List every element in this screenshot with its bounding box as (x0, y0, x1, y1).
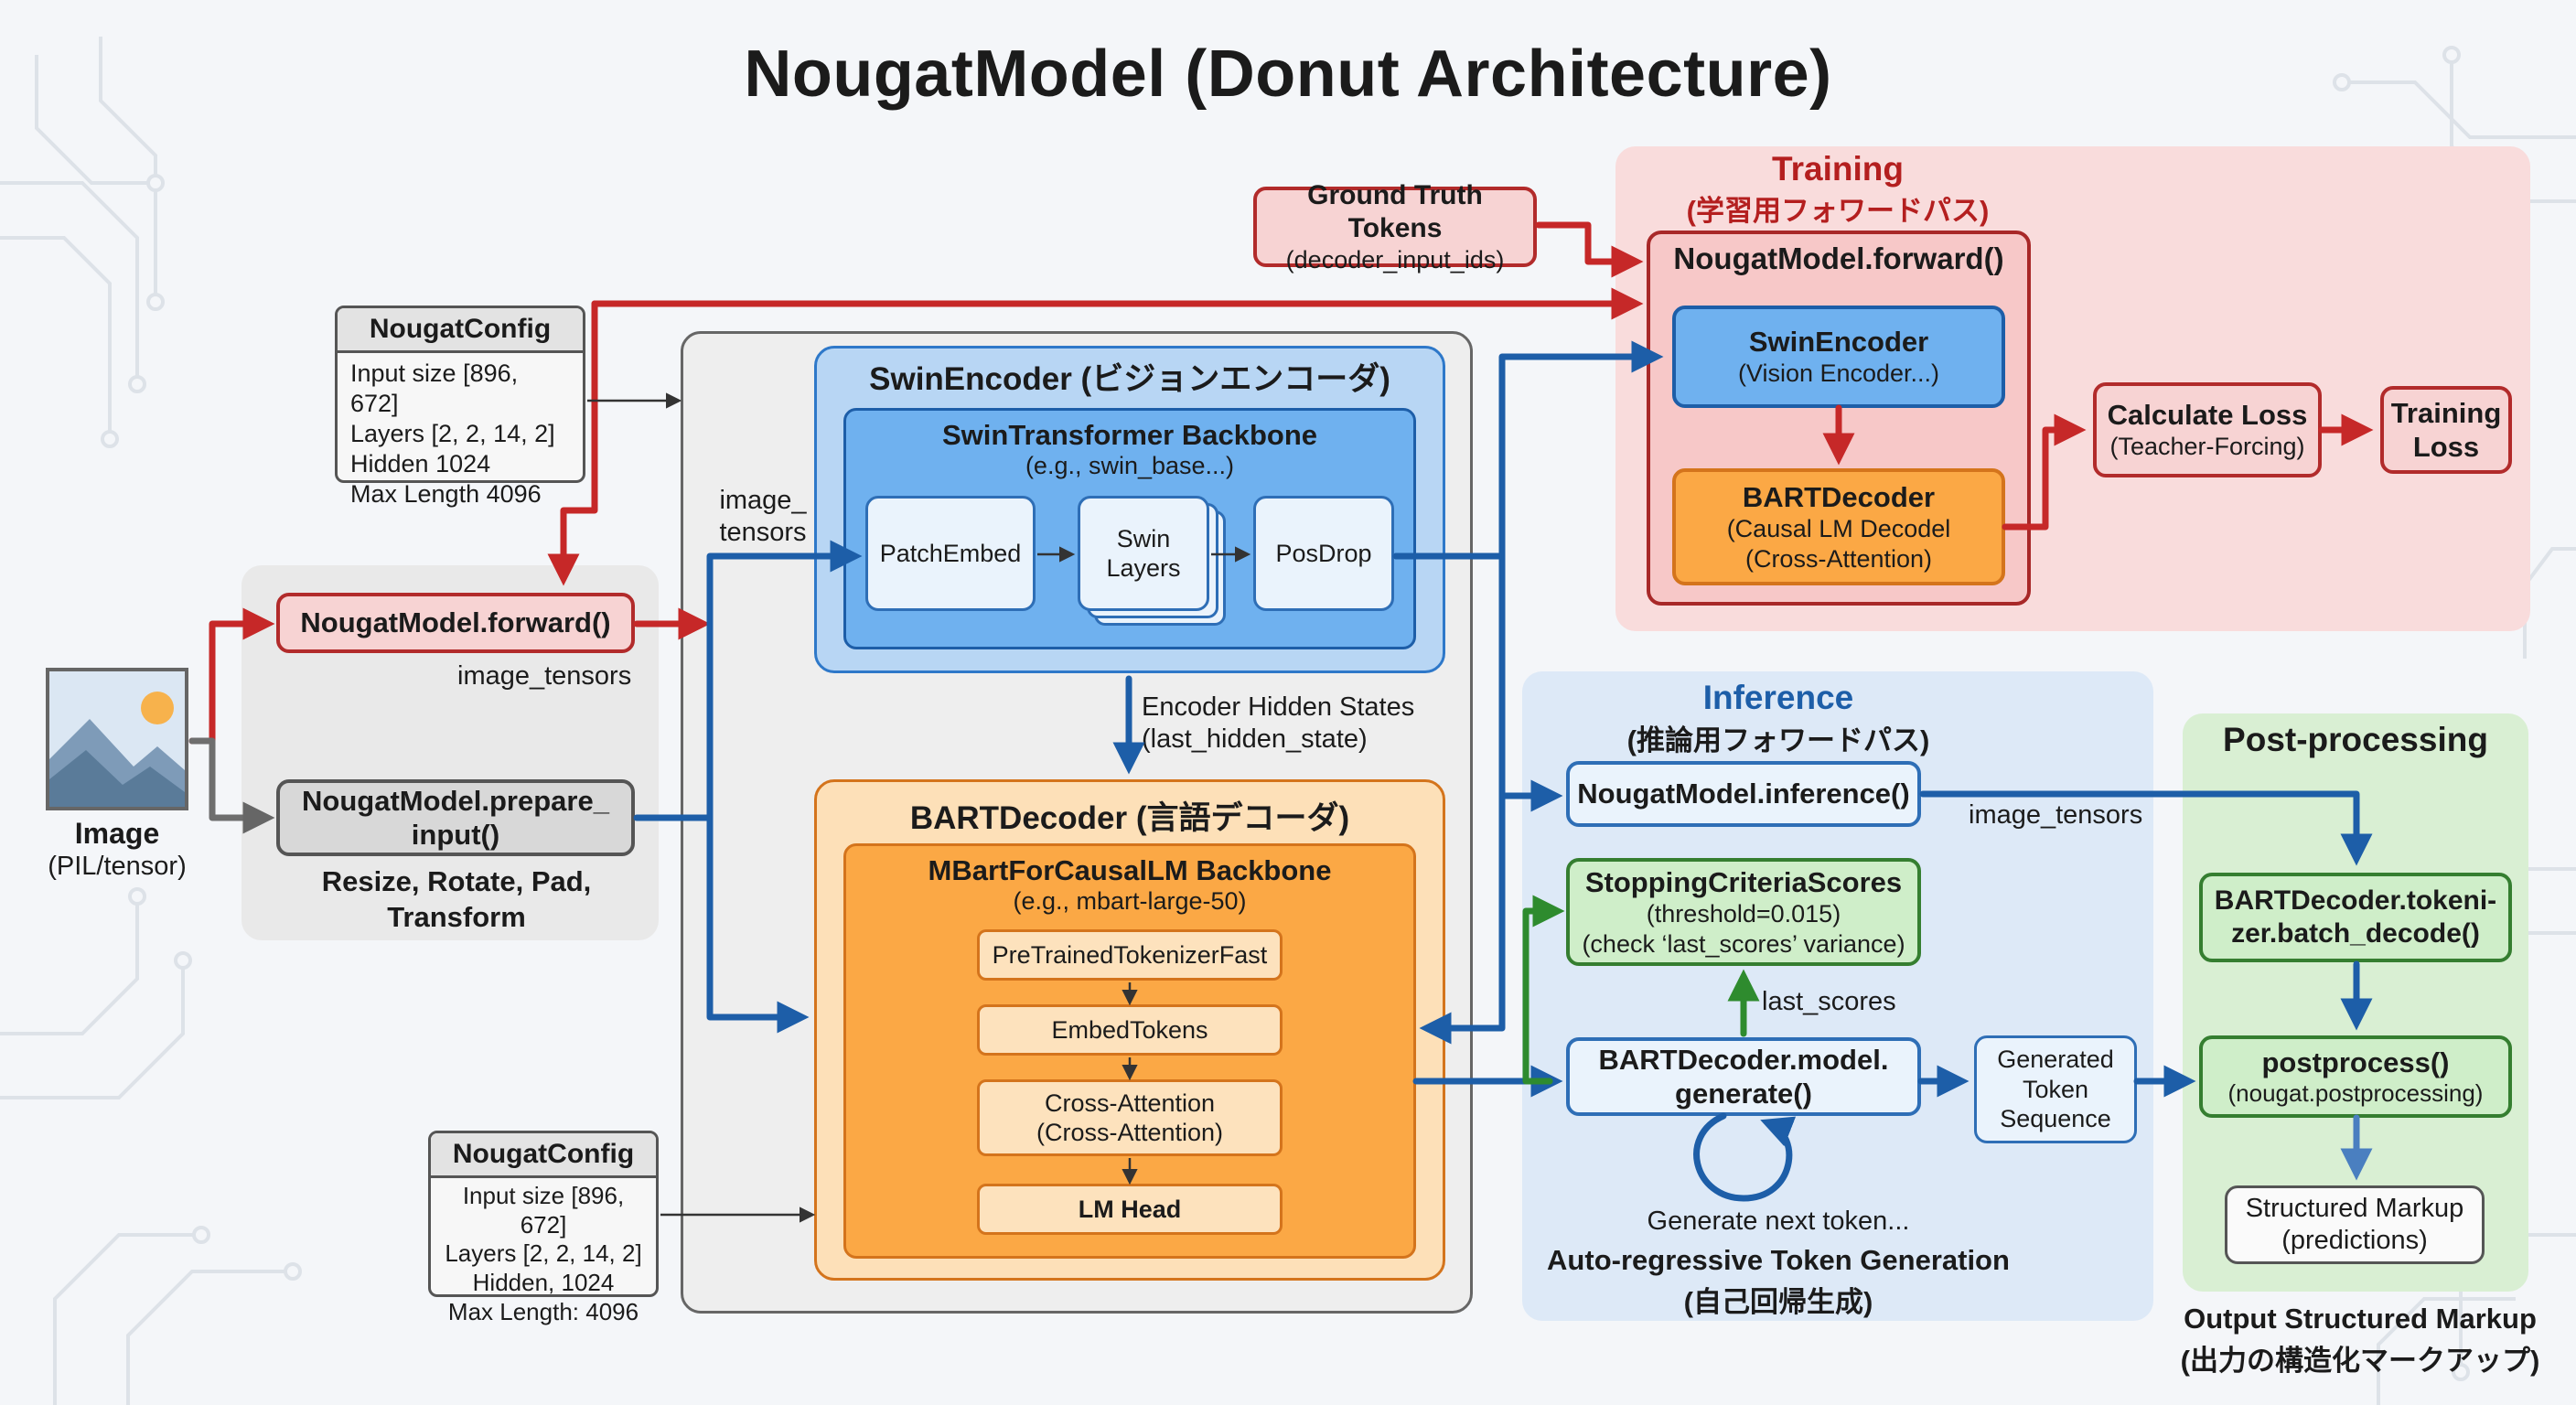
diagram-title: NougatModel (Donut Architecture) (744, 38, 1832, 111)
last-scores-label: last_scores (1762, 987, 1896, 1016)
config-top-card: NougatConfig Input size [896, 672] Layer… (335, 306, 585, 508)
config-top-row: Max Length 4096 (350, 479, 542, 508)
image-icon (46, 668, 188, 810)
config-top-row: Input size [896, 672] (350, 359, 519, 417)
postprocess-sub: (nougat.postprocessing) (2227, 1079, 2484, 1107)
embed-tokens-label: EmbedTokens (1051, 1015, 1208, 1044)
swin-backbone-subtitle: (e.g., swin_base...) (1025, 452, 1235, 479)
config-top-row: Layers [2, 2, 14, 2] (350, 419, 555, 447)
bart-decoder-title: BARTDecoder (言語デコーダ) (909, 800, 1350, 836)
postprocess-box[interactable]: postprocess() (nougat.postprocessing) (2199, 1035, 2512, 1118)
image-sublabel: (PIL/tensor) (48, 852, 187, 881)
mbart-backbone-title: MBartForCausalLM Backbone (928, 854, 1332, 886)
pos-drop-box[interactable]: PosDrop (1253, 496, 1394, 611)
prepare-input-label: NougatModel.prepare_ input() (302, 784, 609, 851)
postprocess-label: postprocess() (2261, 1046, 2450, 1078)
calculate-loss-sub: (Teacher-Forcing) (2109, 433, 2305, 461)
cross-attention-box[interactable]: Cross-Attention (Cross-Attention) (977, 1079, 1283, 1156)
training-swin-label: SwinEncoder (1748, 326, 1929, 359)
stopping-criteria-sub: (threshold=0.015) (check ‘last_scores’ v… (1582, 900, 1905, 958)
config-top-header: NougatConfig (338, 308, 583, 353)
prepare-input-button[interactable]: NougatModel.prepare_ input() (276, 779, 635, 856)
training-loss-box[interactable]: Training Loss (2380, 386, 2512, 474)
batch-decode-label: BARTDecoder.tokeni- zer.batch_decode() (2214, 885, 2497, 949)
cross-attention-sub: (Cross-Attention) (1036, 1119, 1224, 1146)
config-bottom-row: Input size [896, 672] (462, 1182, 625, 1239)
lm-head-box[interactable]: LM Head (977, 1184, 1283, 1235)
training-bart-label: BARTDecoder (1742, 481, 1936, 514)
swin-encoder-title: SwinEncoder (ビジョンエンコーダ) (869, 361, 1390, 397)
forward-button[interactable]: NougatModel.forward() (276, 593, 635, 653)
output-sub: (出力の構造化マークアップ) (2180, 1345, 2540, 1377)
swin-layers-box[interactable]: Swin Layers (1078, 496, 1209, 611)
forward-label: NougatModel.forward() (300, 606, 611, 639)
config-bottom-row: Hidden, 1024 (472, 1269, 615, 1297)
tokenizer-box[interactable]: PreTrainedTokenizerFast (977, 929, 1283, 981)
patch-embed-box[interactable]: PatchEmbed (865, 496, 1036, 611)
hidden-states-label: Encoder Hidden States (last_hidden_state… (1142, 692, 1415, 754)
generated-sequence-box[interactable]: Generated Token Sequence (1974, 1035, 2137, 1143)
batch-decode-box[interactable]: BARTDecoder.tokeni- zer.batch_decode() (2199, 873, 2512, 962)
training-title: Training (1772, 150, 1904, 188)
output-label: Output Structured Markup (2184, 1303, 2537, 1335)
config-top-row: Hidden 1024 (350, 449, 491, 477)
config-bottom-row: Max Length: 4096 (447, 1297, 639, 1325)
patch-embed-label: PatchEmbed (879, 539, 1022, 567)
training-loss-label: Training Loss (2390, 396, 2502, 463)
image-tensors-label-encoder: image_ tensors (719, 486, 807, 547)
training-forward-label: NougatModel.forward() (1673, 241, 2004, 275)
stopping-criteria-box[interactable]: StoppingCriteriaScores (threshold=0.015)… (1566, 858, 1921, 966)
ground-truth-sub: (decoder_input_ids) (1285, 245, 1505, 273)
generate-label: BARTDecoder.model. generate() (1598, 1043, 1889, 1110)
preprocess-caption: Resize, Rotate, Pad, Transform (321, 865, 592, 934)
generated-sequence-label: Generated Token Sequence (1997, 1046, 2114, 1133)
image-tensors-label-pre: image_tensors (457, 661, 632, 691)
training-swin-sub: (Vision Encoder...) (1737, 359, 1940, 388)
embed-tokens-box[interactable]: EmbedTokens (977, 1004, 1283, 1056)
post-title: Post-processing (2223, 721, 2488, 758)
inference-call-button[interactable]: NougatModel.inference() (1566, 761, 1921, 827)
lm-head-label: LM Head (1078, 1195, 1182, 1223)
calculate-loss-box[interactable]: Calculate Loss (Teacher-Forcing) (2093, 382, 2322, 477)
markup-label: Structured Markup (predictions) (2245, 1194, 2464, 1255)
config-bottom-header: NougatConfig (431, 1133, 656, 1178)
calculate-loss-label: Calculate Loss (2107, 399, 2308, 432)
autoregressive-sub: (自己回帰生成) (1683, 1286, 1873, 1318)
training-bart-box[interactable]: BARTDecoder (Causal LM Decodel (Cross-At… (1672, 468, 2005, 585)
stopping-criteria-label: StoppingCriteriaScores (1584, 866, 1903, 899)
tokenizer-label: PreTrainedTokenizerFast (992, 940, 1268, 969)
mbart-backbone-subtitle: (e.g., mbart-large-50) (1013, 887, 1247, 915)
image-tensors-label-inference: image_tensors (1969, 800, 2143, 830)
inference-subtitle: (推論用フォワードパス) (1626, 724, 1930, 756)
autoregressive-label: Auto-regressive Token Generation (1547, 1244, 2010, 1276)
training-subtitle: (学習用フォワードパス) (1686, 195, 1990, 227)
pos-drop-label: PosDrop (1275, 539, 1372, 567)
swin-layers-label: Swin Layers (1106, 524, 1181, 582)
inference-title: Inference (1702, 679, 1854, 716)
generate-button[interactable]: BARTDecoder.model. generate() (1566, 1037, 1921, 1116)
next-token-label: Generate next token... (1647, 1207, 1910, 1236)
ground-truth-box[interactable]: Ground Truth Tokens (decoder_input_ids) (1253, 180, 1537, 273)
training-bart-sub: (Causal LM Decodel (Cross-Attention) (1726, 515, 1951, 573)
image-label: Image (74, 817, 160, 850)
training-swin-box[interactable]: SwinEncoder (Vision Encoder...) (1672, 306, 2005, 408)
config-bottom-card: NougatConfig Input size [896, 672] Layer… (428, 1131, 659, 1325)
ground-truth-label: Ground Truth Tokens (1307, 179, 1483, 243)
swin-backbone-title: SwinTransformer Backbone (941, 419, 1317, 451)
config-bottom-row: Layers [2, 2, 14, 2] (445, 1239, 642, 1268)
markup-box[interactable]: Structured Markup (predictions) (2225, 1185, 2485, 1264)
inference-call-label: NougatModel.inference() (1577, 778, 1910, 810)
cross-attention-label: Cross-Attention (1044, 1089, 1216, 1117)
